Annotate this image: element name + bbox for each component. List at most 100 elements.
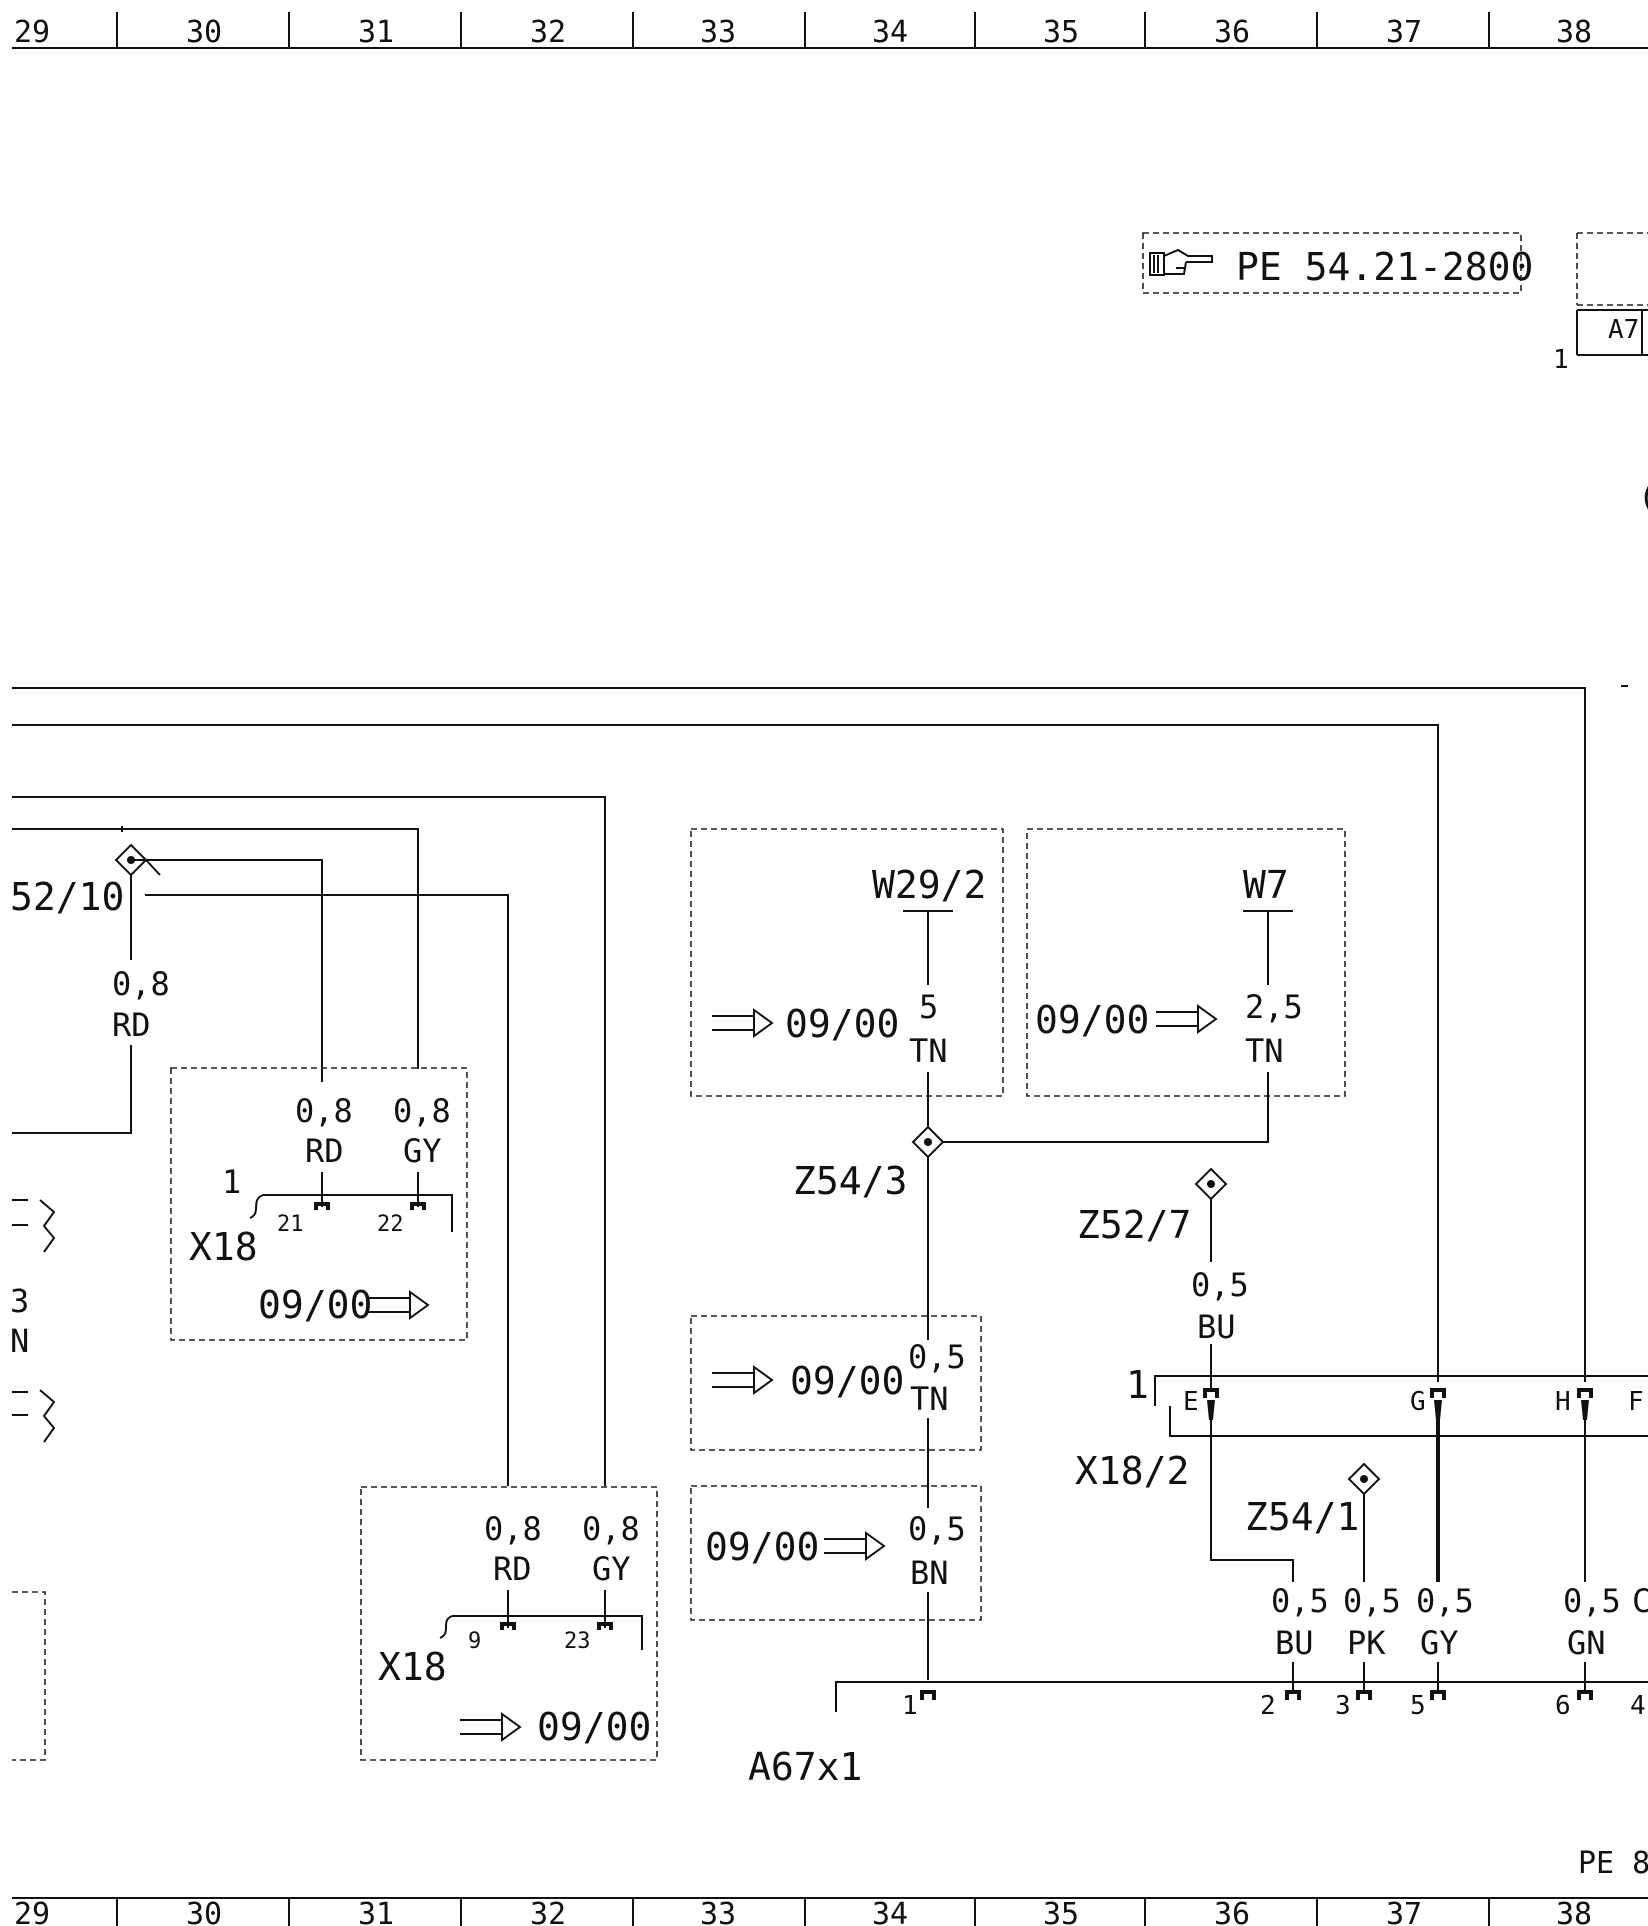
x18b-pin-23: 23: [564, 1629, 591, 1654]
wire-pk-color: PK: [1347, 1624, 1386, 1662]
wire-cut-color: C: [1632, 1582, 1648, 1620]
grid-col-29-top: 29: [14, 15, 50, 50]
splice-z52-7: Z52/7 0,5 BU: [1077, 1167, 1249, 1392]
bn-box-color: BN: [910, 1554, 949, 1592]
w29-2-box: W29/2 09/00 5 TN: [690, 828, 1004, 1097]
splice-z52-7-label: Z52/7: [1077, 1203, 1191, 1247]
right-edge-bracket: (: [1638, 478, 1648, 516]
tn-box: 09/00 0,5 TN: [690, 1315, 982, 1508]
grid-col-38-bottom: 38: [1556, 1897, 1592, 1926]
pointing-hand-icon: [1149, 248, 1213, 276]
splice-z54-3: Z54/3: [793, 1072, 1269, 1340]
grid-col-36-top: 36: [1214, 15, 1250, 50]
grid-col-30-top: 30: [186, 15, 222, 50]
grid-col-30-bottom: 30: [186, 1897, 222, 1926]
x18t-pin-21: 21: [277, 1212, 304, 1237]
bn-box-size: 0,5: [908, 1510, 966, 1548]
grid-col-31-top: 31: [358, 15, 394, 50]
grid-col-35-top: 35: [1043, 15, 1079, 50]
tn-box-date: 09/00: [790, 1359, 904, 1403]
splice-52-10-label: 52/10: [10, 875, 124, 919]
x18b-gy-size: 0,8: [582, 1510, 640, 1548]
top-grid-band: 29 30 31 32 33 34 35 36 37 38: [12, 12, 1648, 50]
wire-gn-color: GN: [1567, 1624, 1606, 1662]
grid-col-29-bottom: 29: [14, 1897, 50, 1926]
x18t-rd-color: RD: [305, 1132, 344, 1170]
left-fragments: 3 N: [10, 1199, 56, 1761]
a67-pin-1: 1: [902, 1691, 918, 1721]
wire-gy-size: 0,5: [1416, 1582, 1474, 1620]
left-fragment-3: 3: [10, 1282, 29, 1320]
grid-col-37-top: 37: [1386, 15, 1422, 50]
wire-bu-top-size: 0,5: [1191, 1266, 1249, 1304]
x18-bottom-box: 0,8 RD 0,8 GY 9 23 X18 09/00: [360, 1486, 658, 1761]
x18-top-date: 09/00: [258, 1283, 372, 1327]
a67-pin-6: 6: [1555, 1691, 1571, 1721]
x18t-pin1: 1: [222, 1163, 241, 1201]
w7-size: 2,5: [1245, 988, 1303, 1026]
wire-rd-left-size: 0,8: [112, 965, 170, 1003]
bottom-grid-band: 29 30 31 32 33 34 35 36 37 38: [12, 1897, 1648, 1926]
a67x1-label: A67x1: [748, 1745, 862, 1789]
arrow-right-icon: [368, 1290, 430, 1320]
a67-pin-4: 4: [1630, 1691, 1646, 1721]
x18b-rd-size: 0,8: [484, 1510, 542, 1548]
arrow-right-icon: [712, 1365, 774, 1395]
grid-col-34-top: 34: [872, 15, 908, 50]
splice-52-10: 52/10 0,8 RD: [10, 843, 170, 1134]
page-ref: PE 8: [1578, 1846, 1648, 1881]
arrow-right-icon: [824, 1531, 886, 1561]
wire-gy-color: GY: [1420, 1624, 1459, 1662]
grid-col-33-top: 33: [700, 15, 736, 50]
x18-2-pin-f: F: [1628, 1387, 1644, 1417]
w7-color: TN: [1245, 1032, 1284, 1070]
x18t-rd-size: 0,8: [295, 1092, 353, 1130]
wire-rd-left-color: RD: [112, 1006, 151, 1044]
bn-box: 09/00 0,5 BN: [690, 1485, 982, 1680]
arrow-right-icon: [712, 1008, 774, 1038]
grid-col-32-top: 32: [530, 15, 566, 50]
x18-bottom-date: 09/00: [537, 1705, 651, 1749]
grid-col-36-bottom: 36: [1214, 1897, 1250, 1926]
bn-box-date: 09/00: [705, 1525, 819, 1569]
wire-pk-size: 0,5: [1343, 1582, 1401, 1620]
a67-pin-3: 3: [1335, 1691, 1351, 1721]
a67x1-connector: A67x1 1 2 3 5 6 4: [748, 1681, 1648, 1789]
w29-2-label: W29/2: [872, 863, 986, 907]
x18b-rd-color: RD: [493, 1550, 532, 1588]
w29-2-date: 09/00: [785, 1002, 899, 1046]
x18-bottom-label: X18: [378, 1645, 447, 1689]
x18t-gy-color: GY: [403, 1132, 442, 1170]
arrow-right-icon: [1156, 1004, 1218, 1034]
wire-gn-size: 0,5: [1563, 1582, 1621, 1620]
wire-bu-size: 0,5: [1271, 1582, 1329, 1620]
a7-label: A7: [1608, 315, 1639, 345]
x18b-gy-color: GY: [592, 1550, 631, 1588]
w7-label: W7: [1243, 863, 1289, 907]
x18-2-pin-h: H: [1555, 1387, 1571, 1417]
grid-col-32-bottom: 32: [530, 1897, 566, 1926]
reference-code: PE 54.21-2800: [1236, 245, 1533, 289]
tn-box-size: 0,5: [908, 1338, 966, 1376]
bottom-wire-labels: 0,5 BU 0,5 PK 0,5 GY 0,5 GN C: [1271, 1582, 1648, 1662]
x18-2-pin-e: E: [1183, 1387, 1199, 1417]
w29-2-color: TN: [909, 1032, 948, 1070]
x18-2-pin1: 1: [1126, 1363, 1149, 1407]
reference-box[interactable]: PE 54.21-2800: [1142, 232, 1533, 294]
w7-box: W7 09/00 2,5 TN: [1026, 828, 1346, 1097]
x18b-pin-9: 9: [468, 1629, 481, 1654]
grid-col-35-bottom: 35: [1043, 1897, 1079, 1926]
w7-date: 09/00: [1035, 998, 1149, 1042]
x18-2-connector: 1 X18/2 E G H F: [1075, 1363, 1648, 1493]
a67-pin-5: 5: [1410, 1691, 1426, 1721]
grid-col-33-bottom: 33: [700, 1897, 736, 1926]
grid-col-34-bottom: 34: [872, 1897, 908, 1926]
splice-z54-3-label: Z54/3: [793, 1159, 907, 1203]
grid-col-37-bottom: 37: [1386, 1897, 1422, 1926]
wire-bu-top-color: BU: [1197, 1308, 1236, 1346]
left-fragment-n: N: [10, 1322, 29, 1360]
long-wires: [12, 687, 1586, 1486]
x18t-gy-size: 0,8: [393, 1092, 451, 1130]
x18-top-label: X18: [189, 1225, 258, 1269]
x18-2-label: X18/2: [1075, 1449, 1189, 1493]
